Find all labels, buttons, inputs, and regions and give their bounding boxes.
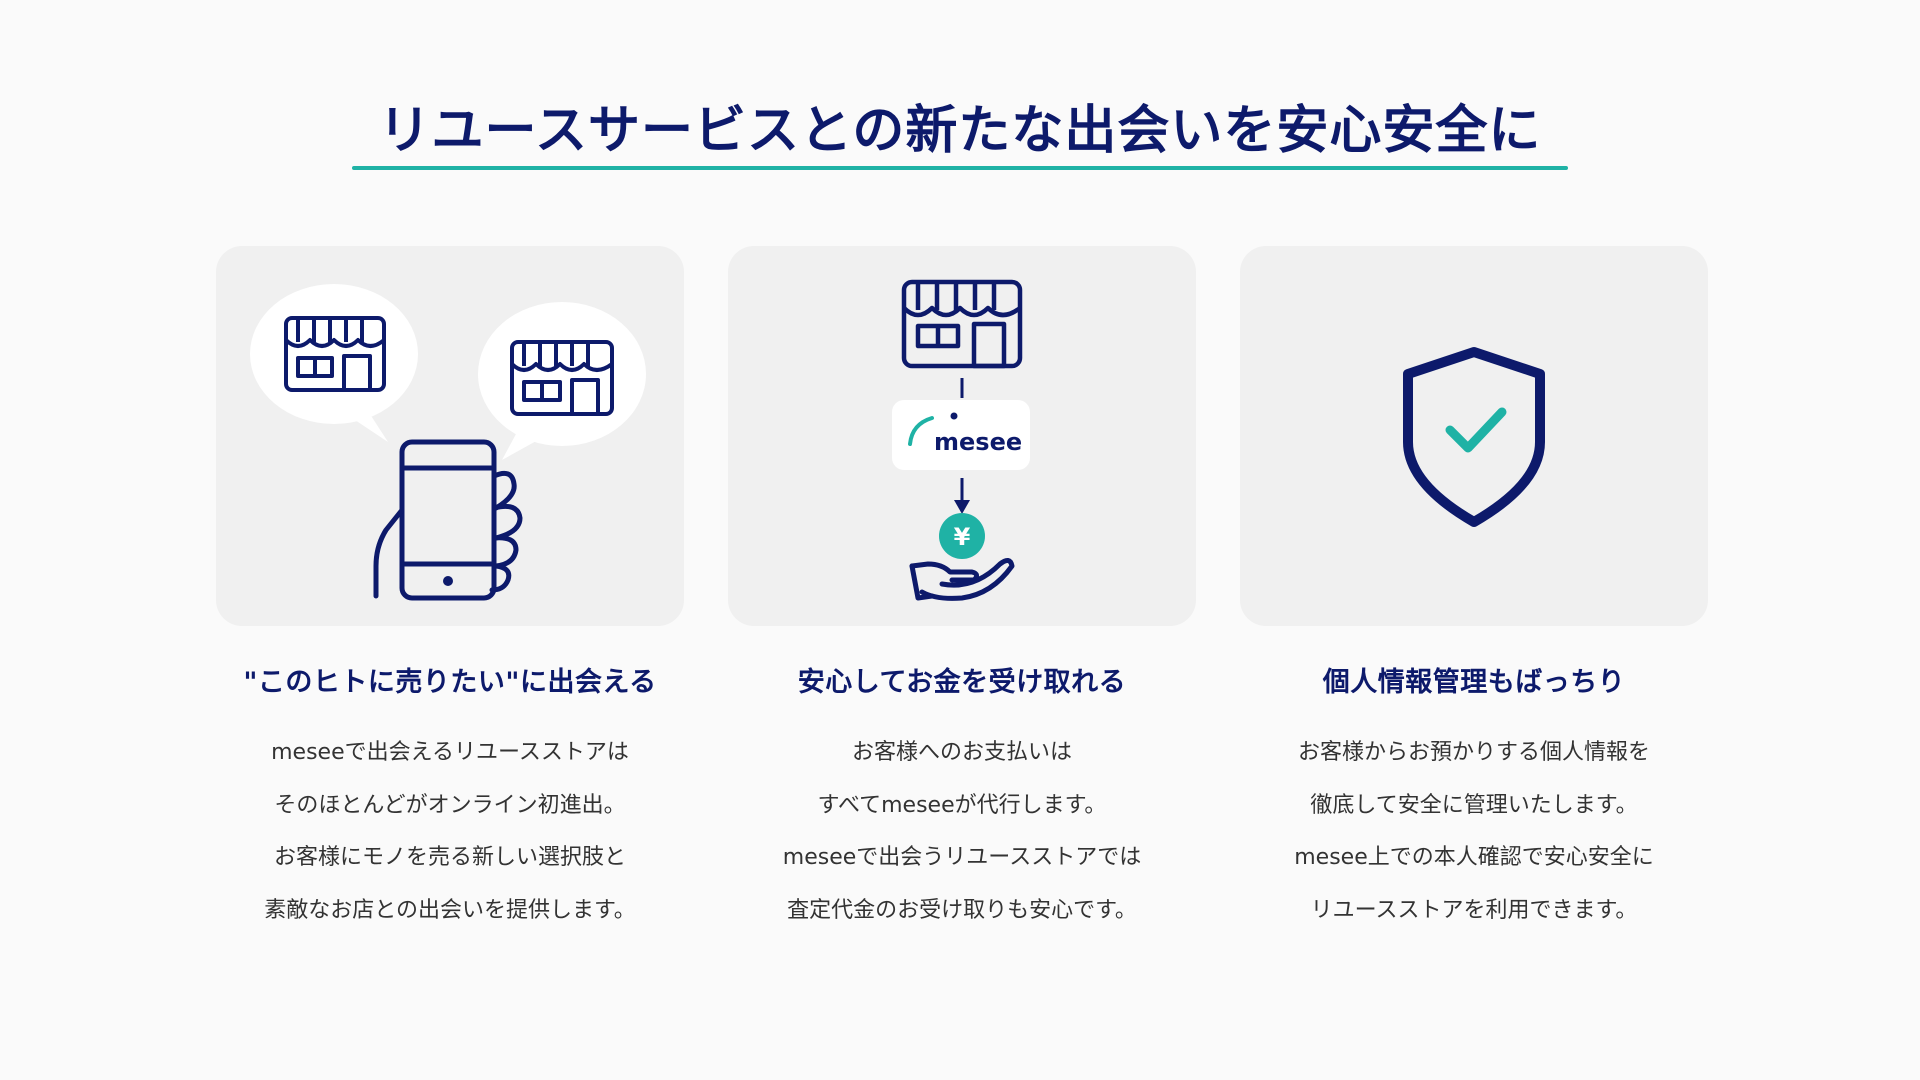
store-to-mesee-to-payment-icon: mesee ¥ bbox=[892, 279, 1030, 601]
mesee-logo: mesee bbox=[934, 428, 1022, 456]
illustration-panel bbox=[216, 246, 684, 626]
feature-card-sell: "このヒトに売りたい"に出会える meseeで出会えるリユースストアは そのほと… bbox=[216, 246, 684, 937]
page-title: リユースサービスとの新たな出会いを安心安全に bbox=[378, 101, 1542, 161]
card-line: すべてmeseeが代行します。 bbox=[817, 792, 1107, 818]
illustration-panel bbox=[1240, 246, 1708, 626]
card-line: リユースストアを利用できます。 bbox=[1310, 897, 1638, 923]
page-header: リユースサービスとの新たな出会いを安心安全に bbox=[352, 96, 1568, 170]
card-line: お客様にモノを売る新しい選択肢と bbox=[273, 845, 626, 870]
illustration-panel: mesee ¥ bbox=[728, 246, 1196, 626]
card-line: 素敵なお店との出会いを提供します。 bbox=[264, 897, 636, 923]
shield-check-icon bbox=[1403, 347, 1545, 527]
feature-cards: "このヒトに売りたい"に出会える meseeで出会えるリユースストアは そのほと… bbox=[216, 246, 1708, 937]
card-line: お客様へのお支払いは bbox=[851, 740, 1072, 765]
card-line: そのほとんどがオンライン初進出。 bbox=[274, 792, 626, 818]
card-heading: 個人情報管理もばっちり bbox=[1322, 667, 1626, 698]
title-underline bbox=[352, 166, 1568, 170]
card-description: お客様へのお支払いは すべてmeseeが代行します。 meseeで出会うリユース… bbox=[783, 727, 1141, 937]
card-line: 徹底して安全に管理いたします。 bbox=[1310, 792, 1638, 818]
card-line: meseeで出会うリユースストアでは bbox=[782, 845, 1142, 870]
feature-card-payment: mesee ¥ 安心してお金を受け取れる お客様へのお支払いは すべてmesee… bbox=[728, 246, 1196, 937]
card-line: 査定代金のお受け取りも安心です。 bbox=[787, 897, 1137, 923]
card-line: お客様からお預かりする個人情報を bbox=[1297, 740, 1650, 765]
card-heading: 安心してお金を受け取れる bbox=[797, 667, 1127, 698]
card-heading: "このヒトに売りたい"に出会える bbox=[243, 667, 657, 698]
feature-card-privacy: 個人情報管理もばっちり お客様からお預かりする個人情報を 徹底して安全に管理いた… bbox=[1240, 246, 1708, 937]
card-description: meseeで出会えるリユースストアは そのほとんどがオンライン初進出。 お客様に… bbox=[264, 727, 636, 937]
card-line: mesee上での本人確認で安心安全に bbox=[1294, 845, 1654, 870]
card-description: お客様からお預かりする個人情報を 徹底して安全に管理いたします。 mesee上で… bbox=[1294, 727, 1654, 937]
phone-with-store-bubbles-icon bbox=[250, 284, 646, 601]
card-line: meseeで出会えるリユースストアは bbox=[271, 740, 629, 765]
yen-symbol: ¥ bbox=[954, 523, 971, 551]
